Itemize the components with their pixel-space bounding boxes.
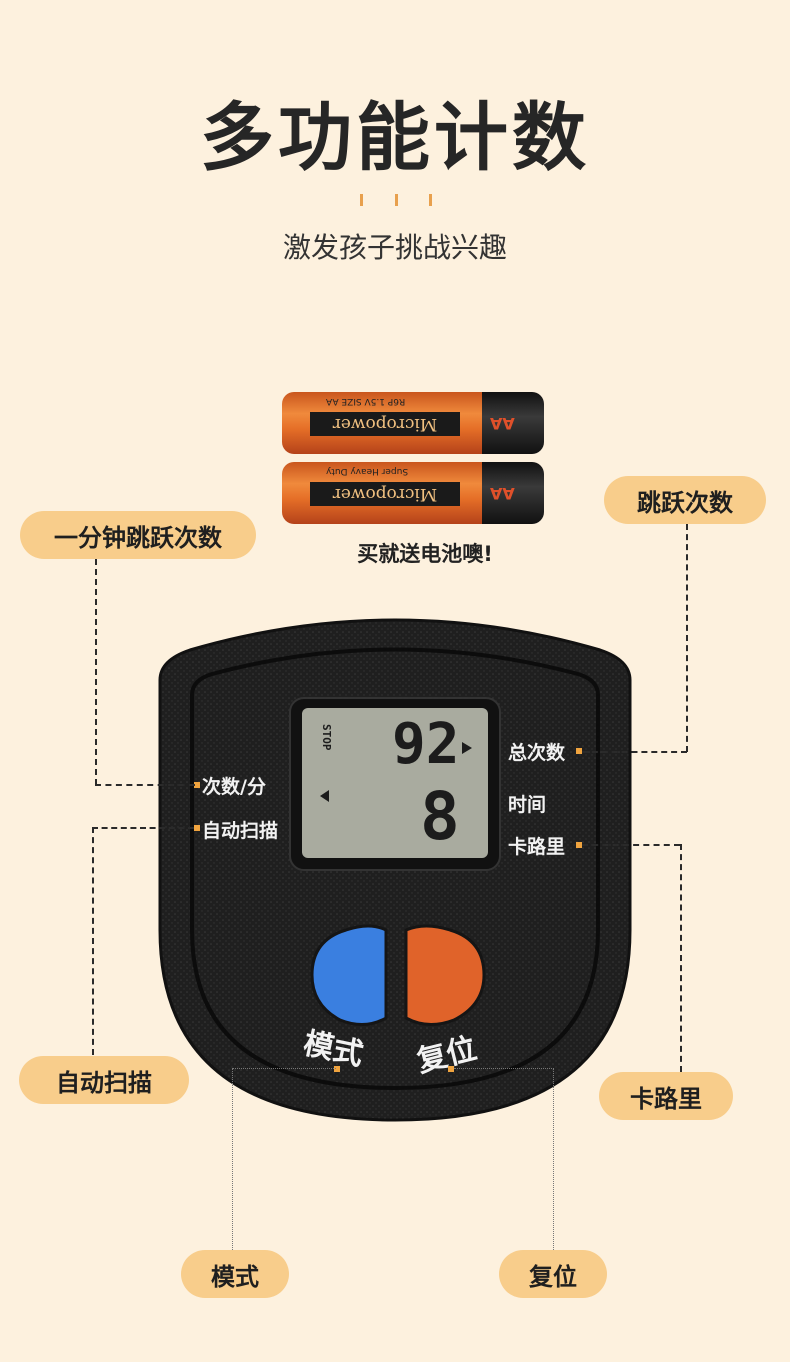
title-divider (355, 194, 435, 206)
lcd-stop-indicator: STOP (320, 724, 333, 751)
leader-line (92, 827, 94, 1055)
leader-line (95, 559, 97, 785)
leader-line (232, 1068, 336, 1069)
panel-label-calories: 卡路里 (508, 836, 566, 858)
leader-line (232, 1068, 233, 1250)
leader-line (95, 784, 195, 786)
callout-jump-count: 跳跃次数 (604, 476, 766, 524)
anchor-dot (194, 825, 200, 831)
lcd-screen (302, 708, 488, 858)
lcd-bottom-value: 8 (420, 778, 460, 855)
leader-line (582, 844, 680, 846)
leader-line (454, 1068, 554, 1069)
panel-label-auto-scan: 自动扫描 (202, 820, 279, 842)
callout-auto-scan: 自动扫描 (19, 1056, 189, 1104)
leader-line (92, 827, 194, 829)
leader-line (686, 524, 688, 752)
anchor-dot (576, 842, 582, 848)
lcd-right-arrow-icon (462, 742, 472, 754)
callout-calories: 卡路里 (599, 1072, 733, 1120)
battery-image-top: R6P 1.5V SIZE AA Micropower AA (282, 392, 544, 454)
leader-line (582, 751, 687, 753)
anchor-dot (576, 748, 582, 754)
callout-reset: 复位 (499, 1250, 607, 1298)
anchor-dot (448, 1066, 454, 1072)
panel-label-time: 时间 (508, 794, 547, 816)
callout-mode: 模式 (181, 1250, 289, 1298)
leader-line (680, 844, 682, 1072)
battery-image-bottom: Super Heavy Duty Micropower AA (282, 462, 544, 524)
leader-line (553, 1068, 554, 1250)
lcd-left-arrow-icon (320, 790, 329, 802)
panel-label-per-minute: 次数/分 (202, 776, 266, 798)
mode-button-shape (310, 924, 388, 1026)
battery-caption: 买就送电池噢! (357, 542, 493, 566)
counter-device (158, 618, 632, 1122)
page-subtitle: 激发孩子挑战兴趣 (282, 231, 507, 264)
reset-button-shape (404, 924, 486, 1026)
page-title: 多功能计数 (200, 95, 590, 181)
anchor-dot (194, 782, 200, 788)
anchor-dot (334, 1066, 340, 1072)
callout-per-minute: 一分钟跳跃次数 (20, 511, 256, 559)
panel-label-total: 总次数 (508, 742, 566, 764)
lcd-top-value: 92 (392, 712, 460, 777)
